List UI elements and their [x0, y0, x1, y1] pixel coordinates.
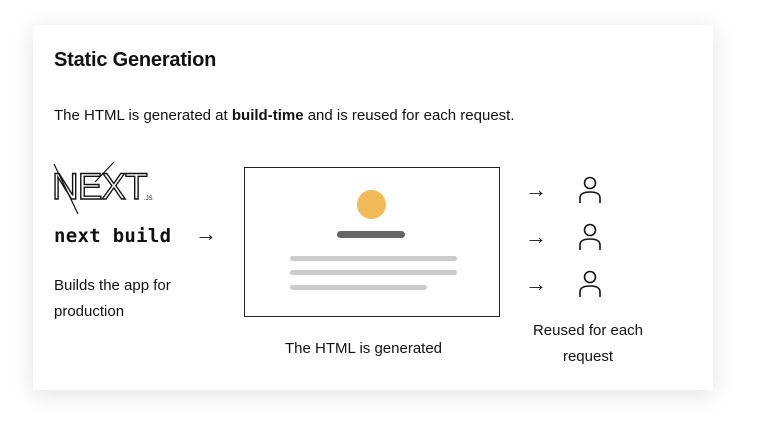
user-icon: [578, 270, 602, 303]
page-text-line-3: [290, 285, 427, 290]
request-arrow-icon-3: →: [525, 271, 547, 296]
page-text-line-1: [290, 256, 457, 261]
diagram-title: Static Generation: [54, 49, 217, 71]
user-icon: [578, 176, 602, 209]
nextjs-logo-icon: NEXT .JS: [51, 160, 161, 223]
page-heading-bar: [337, 231, 405, 238]
build-arrow-icon: →: [195, 221, 217, 246]
request-arrow-icon-1: →: [525, 177, 547, 202]
logo-slash: [53, 163, 79, 215]
request-arrow-icon-2: →: [525, 224, 547, 249]
logo-suffix: .JS: [144, 196, 153, 202]
static-generation-card: Static Generation The HTML is generated …: [33, 25, 713, 390]
page-text-line-2: [290, 270, 457, 275]
description-before: The HTML is generated at: [54, 107, 232, 124]
html-page-illustration: [244, 167, 500, 317]
page-caption: The HTML is generated: [285, 340, 443, 357]
logo-text: NEXT: [52, 166, 147, 207]
build-caption: Builds the app for production: [54, 277, 171, 320]
description-bold: build-time: [231, 107, 304, 124]
diagram-description: The HTML is generated at build-time and …: [54, 107, 515, 124]
reused-caption: Reused for each request: [532, 322, 644, 365]
logo-x-stroke: [94, 161, 115, 183]
description-after: and is reused for each request.: [303, 107, 515, 124]
page-image-dot: [357, 190, 386, 219]
next-build-command: next build: [54, 225, 172, 247]
user-icon: [578, 223, 602, 256]
